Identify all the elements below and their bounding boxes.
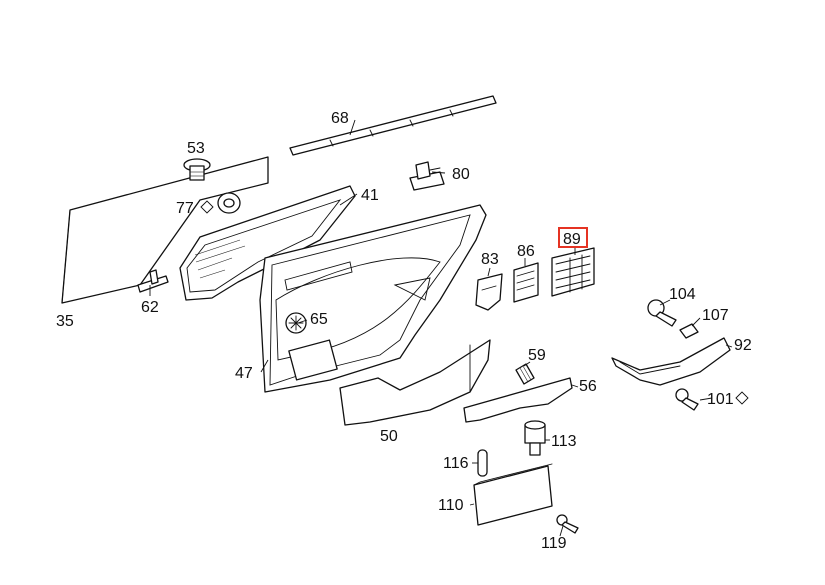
part-77-grommet: [200, 192, 241, 214]
leader-lines: [149, 119, 733, 537]
callout-92[interactable]: 92: [734, 337, 752, 354]
part-92-handle-trim: [611, 337, 731, 386]
part-41-door-frame: [179, 185, 356, 301]
callout-107[interactable]: 107: [702, 307, 729, 324]
part-53-clip: [183, 158, 211, 181]
part-86-vent-grille: [513, 262, 539, 303]
callout-119[interactable]: 119: [541, 535, 567, 552]
callout-41[interactable]: 41: [361, 187, 379, 204]
part-83-trim-cover: [475, 273, 503, 311]
callout-68[interactable]: 68: [331, 110, 349, 127]
part-65-speaker-grille: [285, 312, 307, 334]
part-68-window-strip: [289, 95, 497, 156]
part-101-screw: [675, 388, 749, 411]
part-80-bracket: [409, 161, 445, 191]
part-47-door-trim-panel: [259, 204, 487, 393]
callout-77[interactable]: 77: [176, 200, 194, 217]
callout-116[interactable]: 116: [443, 455, 469, 472]
part-107-nut: [679, 323, 699, 339]
callout-83[interactable]: 83: [481, 251, 499, 268]
part-110-lamp-lens: [473, 463, 553, 526]
callout-35[interactable]: 35: [56, 313, 74, 330]
callout-59[interactable]: 59: [528, 347, 546, 364]
part-59-rivet: [515, 363, 535, 385]
callout-110[interactable]: 110: [438, 497, 464, 514]
callout-86[interactable]: 86: [517, 243, 535, 260]
part-56-trim-strip: [463, 377, 573, 423]
callout-65[interactable]: 65: [310, 311, 328, 328]
callout-53[interactable]: 53: [187, 140, 205, 157]
callout-56[interactable]: 56: [579, 378, 597, 395]
part-116-bulb: [477, 449, 488, 477]
part-119-screw: [556, 514, 579, 534]
callout-89[interactable]: 89: [563, 231, 581, 248]
callout-47[interactable]: 47: [235, 365, 253, 382]
part-50-lower-panel: [339, 339, 491, 426]
callout-113[interactable]: 113: [551, 433, 577, 450]
callout-50[interactable]: 50: [380, 428, 398, 445]
callout-62[interactable]: 62: [141, 299, 159, 316]
callout-104[interactable]: 104: [669, 286, 696, 303]
callout-80[interactable]: 80: [452, 166, 470, 183]
highlight-box: [558, 227, 588, 248]
part-113-switch: [524, 420, 546, 456]
part-35-insulation-sheet: [61, 156, 269, 304]
part-62-clip: [137, 269, 169, 293]
part-89-vent-grille: [551, 247, 595, 297]
callout-101[interactable]: 101: [707, 391, 734, 408]
part-104-screw: [647, 299, 677, 327]
